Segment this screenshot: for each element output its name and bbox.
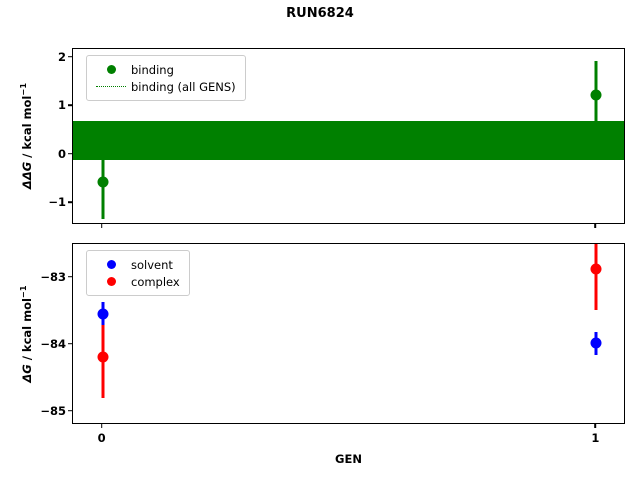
binding-marker-icon (94, 65, 128, 74)
bottom-ylabel-units: / kcal mol (19, 297, 34, 364)
legend-label-binding: binding (131, 62, 174, 77)
xaxis-label: GEN (335, 452, 362, 466)
ytick-label: 1 (57, 98, 66, 113)
legend-item-binding[interactable]: binding (94, 61, 236, 78)
ytick-mark (68, 55, 72, 58)
ytick-label: −85 (40, 403, 66, 418)
ytick-mark (68, 104, 72, 106)
xtick-mark (100, 424, 103, 428)
legend-item-solvent[interactable]: solvent (94, 256, 180, 273)
top-panel-legend[interactable]: binding binding (all GENS) (86, 55, 246, 101)
complex-data-point (590, 263, 602, 275)
binding-all-gens-line-icon (94, 86, 128, 87)
ytick-mark (68, 409, 72, 412)
binding-all-gens-band (73, 120, 624, 161)
solvent-marker-icon (94, 260, 128, 269)
binding-data-point (97, 176, 109, 188)
top-panel-axes (72, 48, 625, 224)
xtick-mark (100, 224, 103, 228)
complex-data-point (97, 351, 109, 363)
legend-item-complex[interactable]: complex (94, 273, 180, 290)
solvent-data-point (590, 337, 602, 349)
ytick-label: −1 (48, 195, 66, 210)
bottom-panel-legend[interactable]: solvent complex (86, 250, 190, 296)
xtick-label: 1 (591, 431, 600, 445)
bottom-panel-ylabel: ΔG / kcal mol−1 (18, 285, 34, 382)
binding-errorbar (101, 157, 105, 220)
legend-label-complex: complex (131, 274, 180, 289)
bottom-ylabel-exponent: −1 (18, 284, 29, 298)
legend-item-binding-all-gens[interactable]: binding (all GENS) (94, 78, 236, 95)
ytick-label: −84 (40, 336, 66, 351)
bottom-ylabel-symbol: ΔG (19, 363, 34, 383)
binding-data-point (590, 89, 602, 101)
top-panel-ylabel: ΔΔG / kcal mol−1 (18, 83, 34, 189)
legend-label-binding-all-gens: binding (all GENS) (131, 79, 236, 94)
ytick-mark (68, 201, 72, 203)
ytick-mark (68, 275, 72, 278)
ytick-label: −83 (40, 269, 66, 284)
ytick-mark (68, 342, 72, 345)
ytick-label: 0 (57, 146, 66, 161)
xtick-mark (594, 424, 597, 428)
top-ylabel-symbol: ΔΔG (19, 161, 34, 190)
xtick-label: 0 (97, 431, 106, 445)
ytick-mark (68, 152, 72, 155)
top-ylabel-exponent: −1 (18, 82, 29, 96)
xtick-mark (594, 224, 597, 228)
figure-title: RUN6824 (286, 6, 354, 21)
complex-marker-icon (94, 277, 128, 286)
legend-label-solvent: solvent (131, 257, 173, 272)
top-ylabel-units: / kcal mol (19, 95, 34, 162)
solvent-data-point (97, 308, 109, 320)
ytick-label: 2 (57, 49, 66, 64)
complex-errorbar (594, 244, 598, 311)
